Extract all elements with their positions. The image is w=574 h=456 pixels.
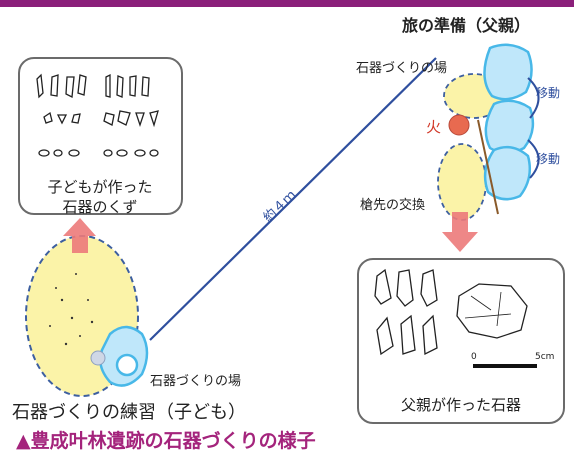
parent-tools-illustration <box>374 268 537 368</box>
scale-5cm: 5cm <box>535 352 555 362</box>
workshop-parent-label: 石器づくりの場 <box>356 61 448 76</box>
spear <box>477 119 499 215</box>
arrow-up-icon <box>63 218 96 253</box>
move-label-2: 移動 <box>536 152 561 166</box>
parent-tools-label: 父親が作った石器 <box>400 396 521 414</box>
child-body-illustration <box>99 325 149 387</box>
debris-flakes-illustration <box>36 73 159 157</box>
curved-arrow-icon <box>527 139 540 179</box>
child-debris-panel: 子どもが作った 石器のくず <box>18 57 183 216</box>
child-practice-label: 石器づくりの練習（子ども） <box>12 402 246 423</box>
fire-marker <box>448 114 470 136</box>
workshop-child-label: 石器づくりの場 <box>150 374 242 389</box>
top-accent-bar <box>0 0 574 7</box>
curved-arrow-icon <box>527 77 540 119</box>
scale-bar <box>473 364 537 368</box>
arrow-down-icon <box>442 212 478 252</box>
child-work-spot <box>90 350 106 366</box>
move-label-1: 移動 <box>536 86 561 100</box>
figure-caption: ▲豊成叶林遺跡の石器づくりの様子 <box>16 430 316 452</box>
distance-line <box>149 57 437 341</box>
child-scatter <box>49 273 94 346</box>
scale-zero: 0 <box>471 352 477 362</box>
title-parent: 旅の準備（父親） <box>402 16 531 35</box>
fire-label: 火 <box>426 118 442 136</box>
child-debris-label: 子どもが作った 石器のくず <box>47 178 153 216</box>
parent-body-illustration <box>483 43 535 201</box>
parent-tools-panel: 0 5cm 父親が作った石器 <box>357 258 565 424</box>
spear-swap-label: 槍先の交換 <box>360 198 426 213</box>
